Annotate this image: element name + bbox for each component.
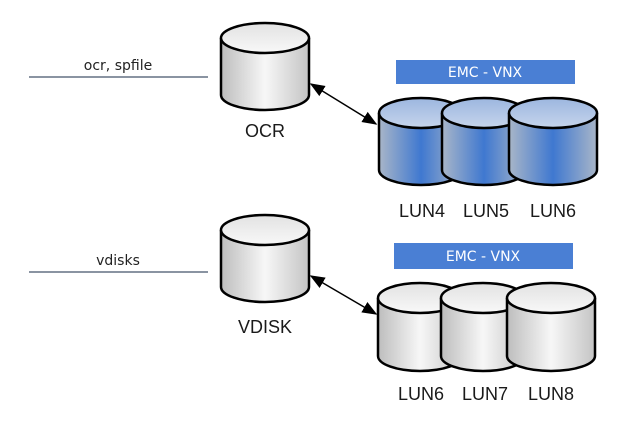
disk-label: VDISK (238, 317, 292, 337)
group-vdisk: vdisks VDISK EMC - VNX LUN6 LUN7 LUN8 (29, 213, 597, 404)
array-label: EMC - VNX (446, 249, 521, 265)
lun-label: LUN5 (463, 201, 509, 221)
lun-label: LUN6 (530, 201, 576, 221)
bidirectional-arrow (309, 83, 378, 125)
array-bar (396, 60, 575, 84)
lun-disk-icon (439, 281, 527, 373)
ocr-disk-icon (219, 21, 311, 112)
lun-label: LUN8 (528, 384, 574, 404)
bidirectional-arrow (309, 275, 378, 315)
group-ocr: ocr, spfile OCR EMC - VNX LUN4 LUN5 LUN6 (29, 21, 599, 221)
lun-label: LUN6 (398, 384, 444, 404)
array-bar (394, 243, 573, 269)
vdisk-disk-icon (219, 213, 311, 304)
disk-label: OCR (245, 121, 285, 141)
lun-disk-icon (440, 96, 528, 187)
lun-disk-icon (507, 96, 599, 187)
line-label: vdisks (96, 253, 140, 269)
line-label: ocr, spfile (84, 58, 152, 74)
lun-label: LUN4 (399, 201, 445, 221)
lun-disk-icon (505, 281, 597, 373)
lun-label: LUN7 (462, 384, 508, 404)
array-label: EMC - VNX (448, 65, 523, 81)
